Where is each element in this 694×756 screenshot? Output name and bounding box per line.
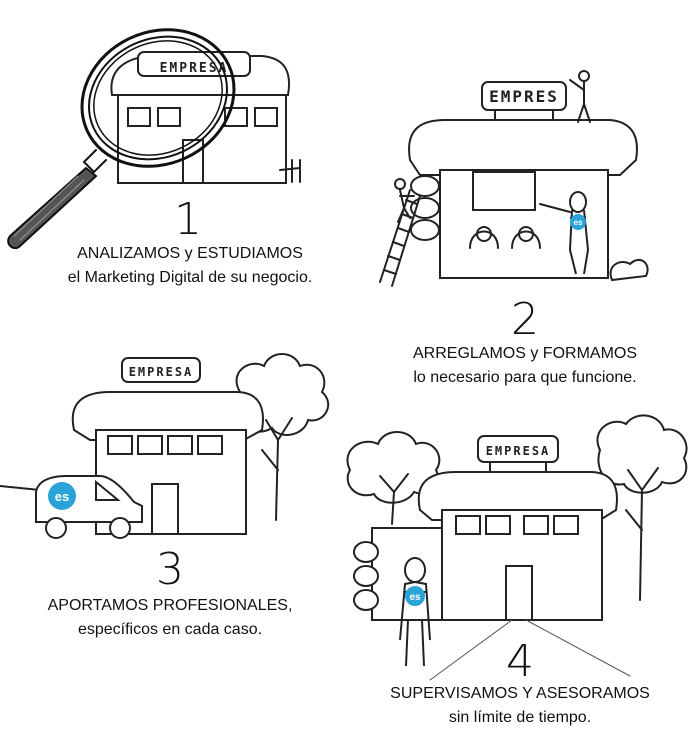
step-4-caption: SUPERVISAMOS Y ASESORAMOS sin límite de … <box>370 682 670 730</box>
scene-2-sign-text: EMPRES <box>489 87 559 106</box>
scene-4-trees <box>346 414 688 601</box>
step-4-line-2: sin límite de tiempo. <box>448 709 592 726</box>
scene-4-building <box>353 435 631 681</box>
step-4-line-1: SUPERVISAMOS Y ASESORAMOS <box>390 685 650 702</box>
supervisor-badge-text: es <box>409 592 421 603</box>
step-3-caption: APORTAMOS PROFESIONALES, específicos en … <box>20 594 320 642</box>
step-2-line-2: lo necesario para que funcione. <box>413 369 637 386</box>
es-badge-icon <box>570 214 586 230</box>
delivery-van <box>35 475 143 539</box>
step-1-caption: ANALIZAMOS y ESTUDIAMOS el Marketing Dig… <box>40 242 340 290</box>
supervisor-figure: es <box>399 557 431 667</box>
magnifying-glass-icon <box>7 28 236 250</box>
van-es-logo-icon <box>48 482 76 510</box>
supervisor-es-badge-icon <box>405 586 425 606</box>
step-3-line-1: APORTAMOS PROFESIONALES, <box>47 597 293 614</box>
step-4-number: 4 <box>506 636 534 687</box>
scene-1-sign-text: EMPRESA <box>160 61 229 76</box>
van-badge-text: es <box>55 489 69 504</box>
step-3-number: 3 <box>156 544 184 595</box>
scene-2-building <box>379 70 649 287</box>
presenter-figure: es <box>568 191 590 275</box>
step-1-line-2: el Marketing Digital de su negocio. <box>67 269 313 286</box>
step-1-line-1: ANALIZAMOS y ESTUDIAMOS <box>77 245 303 262</box>
step-2-number: 2 <box>511 294 539 345</box>
scene-3-sign-text: EMPRESA <box>129 365 194 379</box>
step-1-number: 1 <box>174 194 202 245</box>
scene-4-sign-text: EMPRESA <box>486 444 551 458</box>
step-2-line-1: ARREGLAMOS y FORMAMOS <box>412 345 638 362</box>
scene-1-building <box>110 51 301 184</box>
presenter-badge-text: es <box>574 218 583 227</box>
step-2-caption: ARREGLAMOS y FORMAMOS lo necesario para … <box>370 342 680 390</box>
step-3-line-2: específicos en cada caso. <box>77 621 263 638</box>
